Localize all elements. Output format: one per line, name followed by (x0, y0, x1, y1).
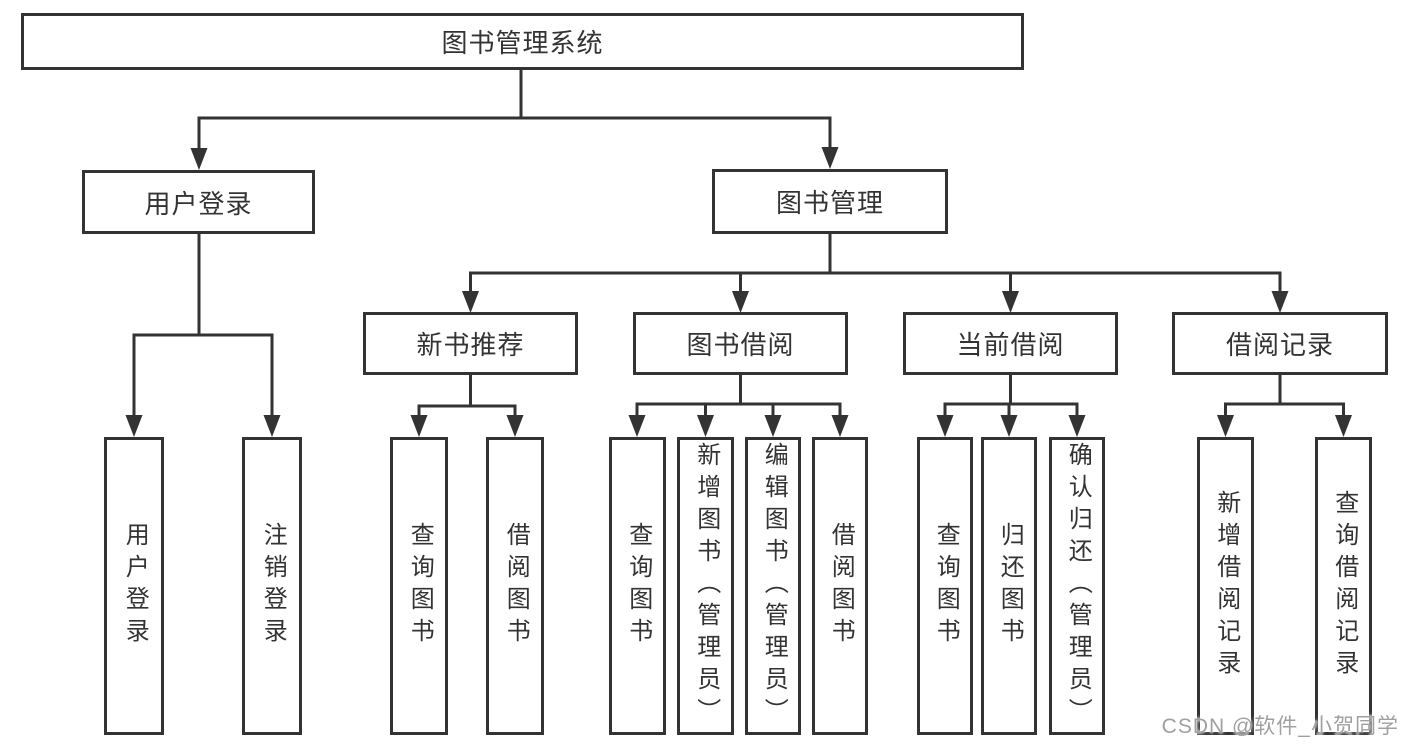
node-label: 查询图书 (406, 522, 434, 650)
node-label: 查询借阅记录 (1330, 490, 1358, 682)
leaf-user-login: 用户登录 (104, 437, 164, 735)
node-library-management-system: 图书管理系统 (21, 13, 1024, 70)
arrowheads (125, 147, 1352, 437)
node-user-login: 用户登录 (82, 170, 315, 234)
leaf-query-borrow-record: 查询借阅记录 (1315, 437, 1372, 735)
leaf-borrow-books-borrowing: 借阅图书 (812, 437, 868, 735)
node-label: 编辑图书（管理员） (760, 442, 788, 730)
leaf-confirm-return-admin: 确认归还（管理员） (1049, 437, 1105, 735)
csdn-watermark: CSDN @软件_小贺同学 (1161, 715, 1399, 738)
node-borrowing-records: 借阅记录 (1172, 312, 1388, 375)
node-label: 借阅图书 (827, 522, 855, 650)
node-new-book-recommendation: 新书推荐 (363, 312, 578, 375)
node-label: 当前借阅 (956, 330, 1065, 360)
node-book-borrowing: 图书借阅 (633, 312, 848, 375)
node-label: 用户登录 (121, 522, 149, 650)
leaf-edit-book-admin: 编辑图书（管理员） (745, 437, 801, 735)
node-label: 新增图书（管理员） (692, 442, 720, 730)
node-label: 图书管理 (775, 188, 884, 218)
node-label: 新增借阅记录 (1212, 490, 1240, 682)
node-label: 借阅记录 (1225, 330, 1334, 360)
leaf-add-book-admin: 新增图书（管理员） (677, 437, 734, 735)
node-label: 归还图书 (996, 522, 1024, 650)
node-current-borrowing: 当前借阅 (903, 312, 1118, 375)
node-label: 借阅图书 (502, 522, 530, 650)
leaf-return-book: 归还图书 (981, 437, 1037, 735)
leaf-borrow-books-recommend: 借阅图书 (486, 437, 544, 735)
connector-lines (132, 68, 1345, 421)
leaf-query-books-borrowing: 查询图书 (609, 437, 666, 735)
node-label: 用户登录 (144, 188, 253, 219)
leaf-add-borrow-record: 新增借阅记录 (1197, 437, 1254, 735)
leaf-logout: 注销登录 (242, 437, 302, 735)
node-label: 确认归还（管理员） (1064, 442, 1092, 730)
node-label: 图书借阅 (686, 330, 795, 360)
node-label: 查询图书 (932, 522, 960, 650)
node-label: 图书管理系统 (441, 28, 604, 58)
node-book-management: 图书管理 (712, 169, 948, 234)
node-label: 新书推荐 (416, 330, 525, 360)
node-label: 查询图书 (624, 522, 652, 650)
leaf-query-books-current: 查询图书 (917, 437, 973, 735)
node-label: 注销登录 (259, 522, 287, 650)
leaf-query-books-recommend: 查询图书 (390, 437, 448, 735)
